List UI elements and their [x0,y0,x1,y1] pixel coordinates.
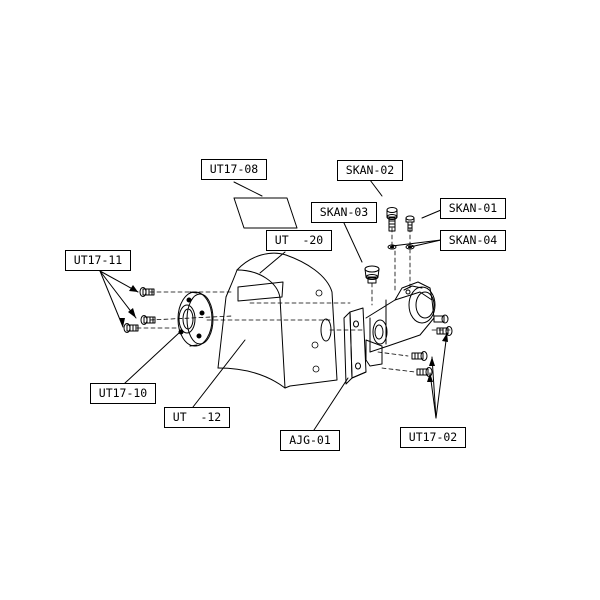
callout-skan-03: SKAN-03 [311,202,377,223]
cover-housing-part [217,252,338,389]
gear-head-part [365,281,436,367]
skan-03-plug [364,265,380,284]
callout-ut17-11: UT17-11 [65,250,131,271]
callout-skan-02: SKAN-02 [337,160,403,181]
callout-skan-01: SKAN-01 [440,198,506,219]
callout-ajg-01: AJG-01 [280,430,340,451]
leader-lines [99,179,448,431]
callout-skan-04: SKAN-04 [440,230,506,251]
skan-04-washers [387,244,415,250]
plate-part [233,197,298,229]
callout-ut17-02: UT17-02 [400,427,466,448]
leader-arrowheads [119,285,448,382]
callout-ut17-08: UT17-08 [201,159,267,180]
assembly-dashed-lines [136,227,451,373]
adjuster-bracket-part [343,307,367,385]
callout-ut-20: UT -20 [266,230,332,251]
bolt-set-ut17-02 [411,314,453,377]
skan-01-screw [405,215,415,232]
bearing-flange-part [177,291,214,347]
callout-ut-12: UT -12 [164,407,230,428]
callout-ut17-10: UT17-10 [90,383,156,404]
label-sticker-part [237,281,284,302]
bolt-set-ut17-11 [123,287,156,333]
skan-02-bolt [386,207,398,232]
